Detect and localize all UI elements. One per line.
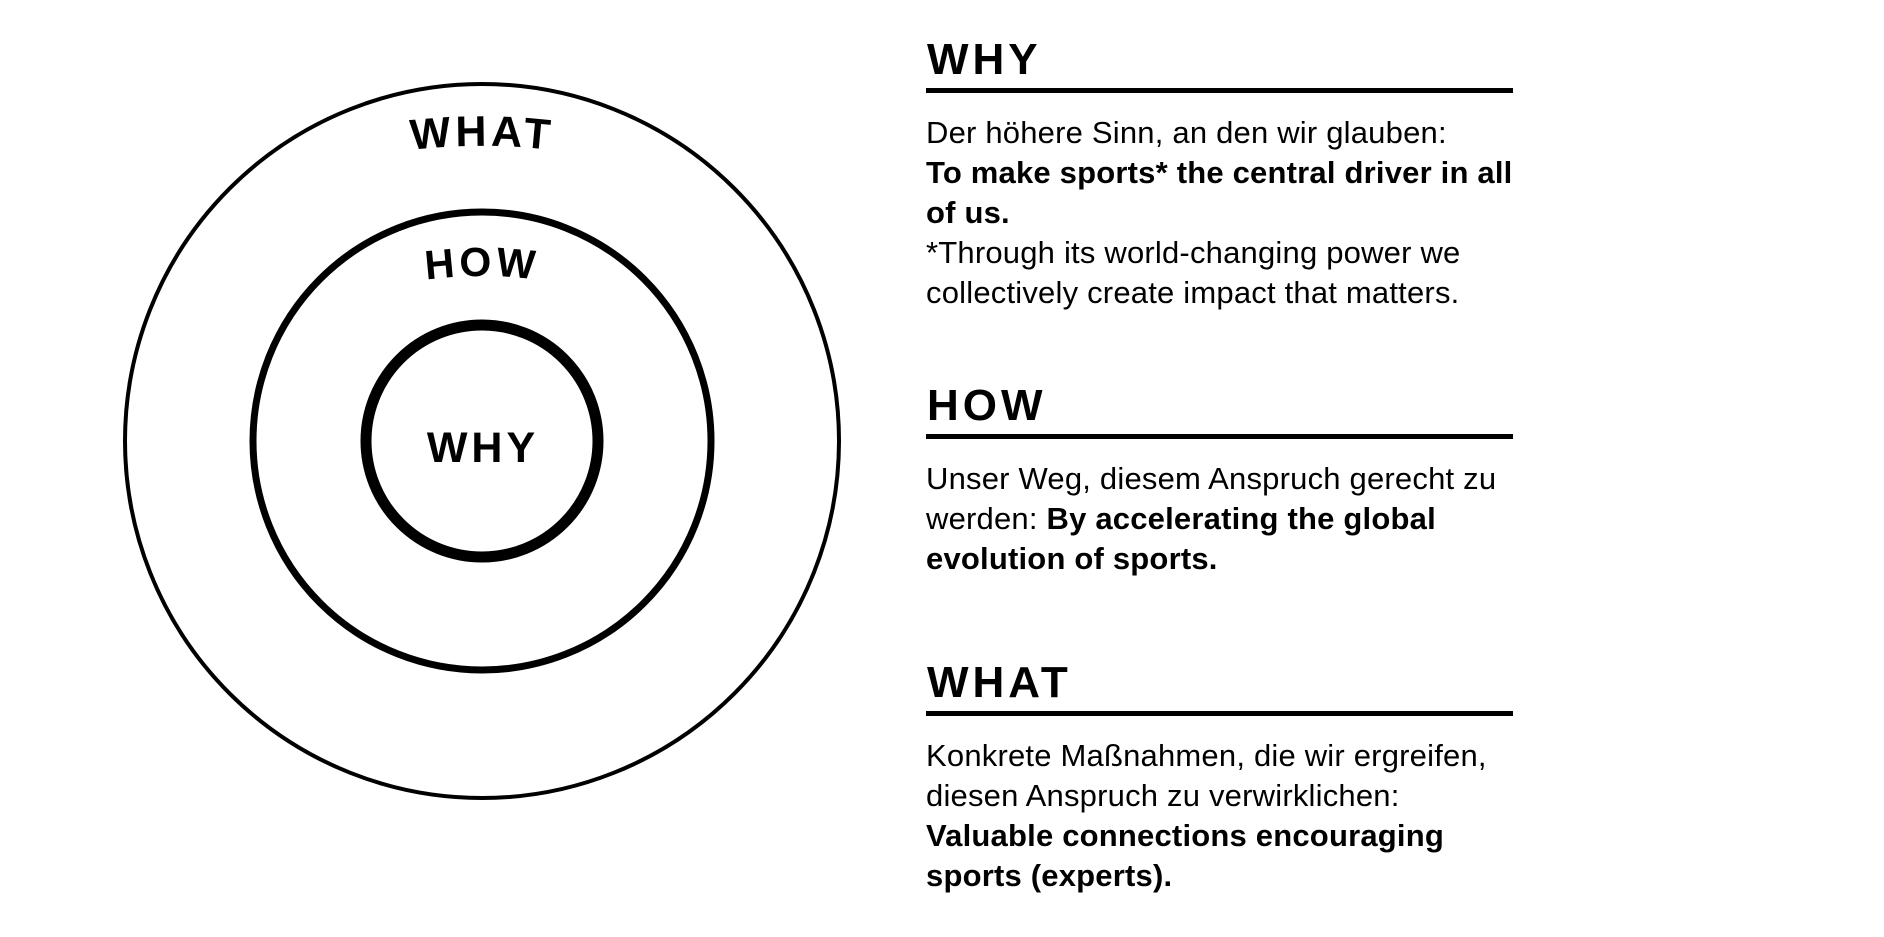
inner-circle xyxy=(360,319,604,563)
how-highlight: By accelerating the global evolution of … xyxy=(926,501,1436,576)
why-footnote: *Through its world-changing power we col… xyxy=(926,235,1461,310)
how-section: HOW Unser Weg, diesem Anspruch gerecht z… xyxy=(926,380,1513,579)
what-highlight: Valuable connections encouraging sports … xyxy=(926,818,1445,893)
how-intro: Unser Weg, diesem Anspruch gerecht zu we… xyxy=(926,461,1497,536)
why-section: WHY Der höhere Sinn, an den wir glauben:… xyxy=(926,34,1513,313)
inner-circle-label: WHY xyxy=(427,424,539,472)
outer-circle xyxy=(123,82,841,800)
why-intro: Der höhere Sinn, an den wir glauben: xyxy=(926,115,1447,150)
why-heading: WHY xyxy=(927,35,1042,84)
what-heading: WHAT xyxy=(927,658,1072,707)
what-divider xyxy=(926,711,1513,716)
why-divider xyxy=(926,88,1513,93)
how-description: Unser Weg, diesem Anspruch gerecht zu we… xyxy=(926,459,1513,579)
what-intro: Konkrete Maßnahmen, die wir ergreifen, d… xyxy=(926,738,1487,813)
why-description: Der höhere Sinn, an den wir glauben: To … xyxy=(926,113,1513,313)
how-divider xyxy=(926,434,1513,439)
why-highlight: To make sports* the central driver in al… xyxy=(926,155,1513,230)
golden-circle-diagram: WHAT HOW WHY xyxy=(123,82,841,800)
what-description: Konkrete Maßnahmen, die wir ergreifen, d… xyxy=(926,736,1513,896)
outer-circle-label: WHAT xyxy=(408,108,556,160)
middle-circle-label: HOW xyxy=(423,239,542,289)
middle-circle xyxy=(249,208,715,674)
how-heading: HOW xyxy=(927,381,1047,430)
what-section: WHAT Konkrete Maßnahmen, die wir ergreif… xyxy=(926,657,1513,896)
